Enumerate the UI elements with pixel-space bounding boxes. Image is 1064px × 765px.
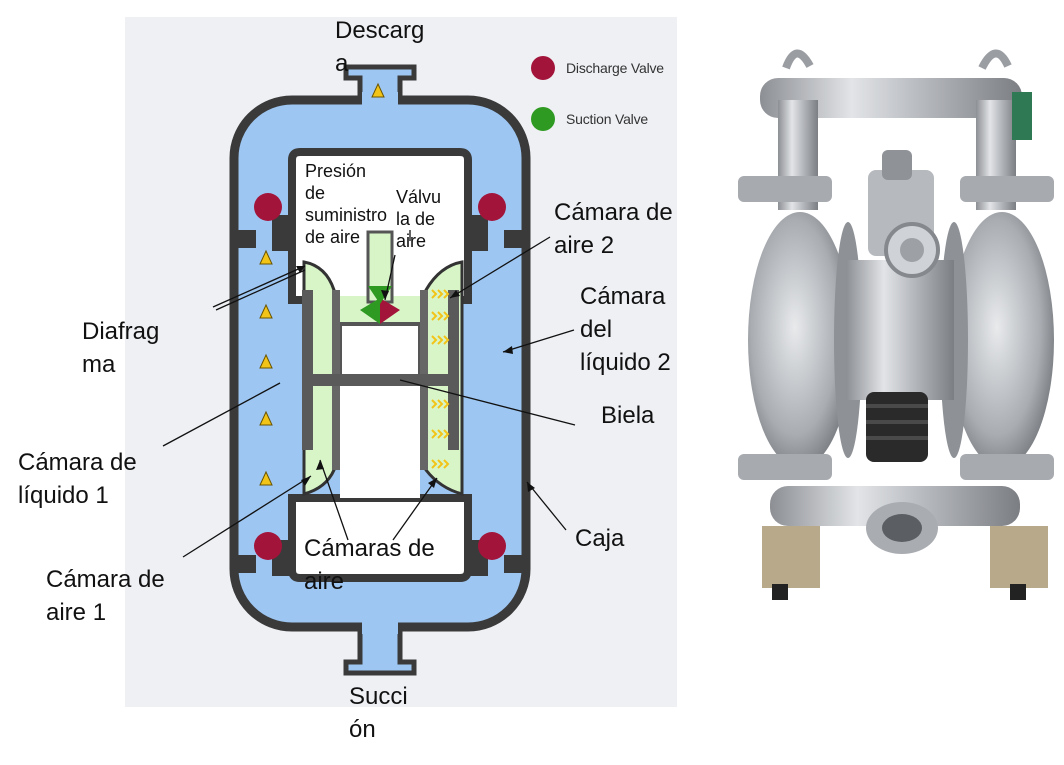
diaphragm-right [448,290,459,450]
legend-suction-icon [531,107,555,131]
label-presion-suministro: Presión de suministro de aire [305,161,388,247]
label-camaras-aire: Cámaras de aire [304,535,435,595]
discharge-ball-right [478,193,506,221]
legend-discharge-icon [531,56,555,80]
lower-valve-block [238,494,522,582]
suction-ball-left [254,532,282,560]
label-camara-aire-2: Cámara de aire 2 [554,199,673,259]
label-biela: Biela [601,402,655,429]
label-valvula-aire: Válvu la de aire [396,187,442,251]
air-flow-chevrons [431,289,450,469]
callout-arrowheads [296,266,535,492]
label-caja: Caja [575,525,625,552]
label-descarga: Descarg a [335,17,425,77]
label-succion: Succi ón [349,683,408,743]
discharge-ball-left [254,193,282,221]
callout-lines [162,230,576,558]
connecting-rod [302,374,459,386]
liquid-flow-triangles [259,82,385,486]
diaphragm-left [302,290,313,450]
legend-suction-label: Suction Valve [566,111,648,127]
legend-discharge-label: Discharge Valve [566,60,664,76]
pump-photo [738,49,1054,600]
suction-ball-right [478,532,506,560]
label-diafragma: Diafrag ma [82,318,160,378]
label-camara-aire-1: Cámara de aire 1 [46,566,165,626]
upper-valve-block [238,148,522,304]
label-camara-liquido-1: Cámara de líquido 1 [18,449,137,509]
label-camara-liquido-2: Cámara del líquido 2 [580,283,671,376]
air-valve [360,286,400,324]
